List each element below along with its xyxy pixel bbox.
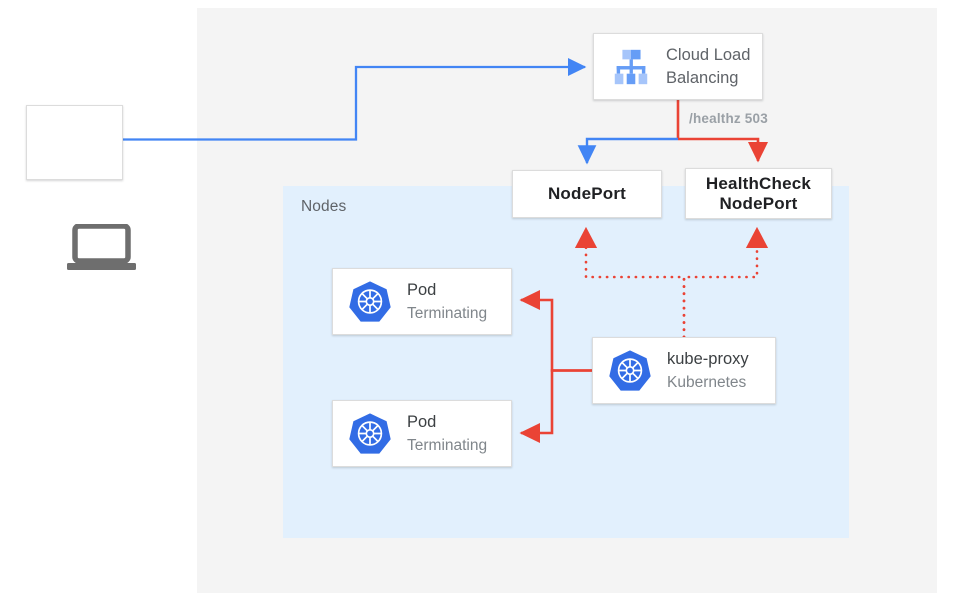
kube-proxy-title: kube-proxy bbox=[667, 349, 749, 368]
cloud-load-balancing-title-line2: Balancing bbox=[666, 68, 739, 87]
laptop-icon bbox=[67, 224, 136, 270]
edge-lb-to-nodeport bbox=[577, 137, 678, 165]
healthz-edge-label: /healthz 503 bbox=[689, 111, 768, 126]
pod-node-2[interactable]: Pod Terminating bbox=[332, 400, 512, 467]
healthcheck-nodeport-label-line2: NodePort bbox=[719, 193, 798, 213]
kube-proxy-subtitle: Kubernetes bbox=[667, 373, 747, 391]
healthcheck-nodeport-label: HealthCheck NodePort bbox=[706, 174, 811, 214]
pod-2-title: Pod bbox=[407, 412, 437, 431]
pod-1-subtitle: Terminating bbox=[407, 304, 488, 322]
edge-lb-to-healthcheck-nodeport bbox=[678, 137, 769, 163]
cloud-load-balancing-title-line1: Cloud Load bbox=[666, 45, 751, 64]
pod-node-1[interactable]: Pod Terminating bbox=[332, 268, 512, 335]
cloud-load-balancing-icon bbox=[614, 49, 648, 84]
cloud-load-balancing-node[interactable]: Cloud Load Balancing bbox=[593, 33, 763, 100]
kubernetes-icon bbox=[609, 349, 651, 391]
edge-kubeproxy-to-pod1 bbox=[519, 289, 592, 372]
healthcheck-nodeport-node[interactable]: HealthCheck NodePort bbox=[685, 168, 832, 219]
edge-kubeproxy-to-nodeport-dotted bbox=[574, 226, 686, 339]
kubernetes-icon bbox=[349, 412, 391, 454]
edge-kubeproxy-to-pod2 bbox=[519, 369, 592, 444]
edge-kubeproxy-to-healthcheck-nodeport-dotted bbox=[682, 226, 769, 339]
nodes-region-label: Nodes bbox=[301, 198, 347, 215]
pod-2-subtitle: Terminating bbox=[407, 436, 488, 454]
edge-client-to-load-balancer bbox=[123, 58, 587, 141]
client-node[interactable] bbox=[26, 105, 136, 270]
kubernetes-icon bbox=[349, 280, 391, 322]
kube-proxy-node[interactable]: kube-proxy Kubernetes bbox=[592, 337, 776, 404]
nodeport-label: NodePort bbox=[547, 184, 627, 203]
pod-1-title: Pod bbox=[407, 280, 437, 299]
healthcheck-nodeport-label-line1: HealthCheck bbox=[705, 173, 812, 193]
nodeport-node[interactable]: NodePort bbox=[512, 170, 662, 218]
